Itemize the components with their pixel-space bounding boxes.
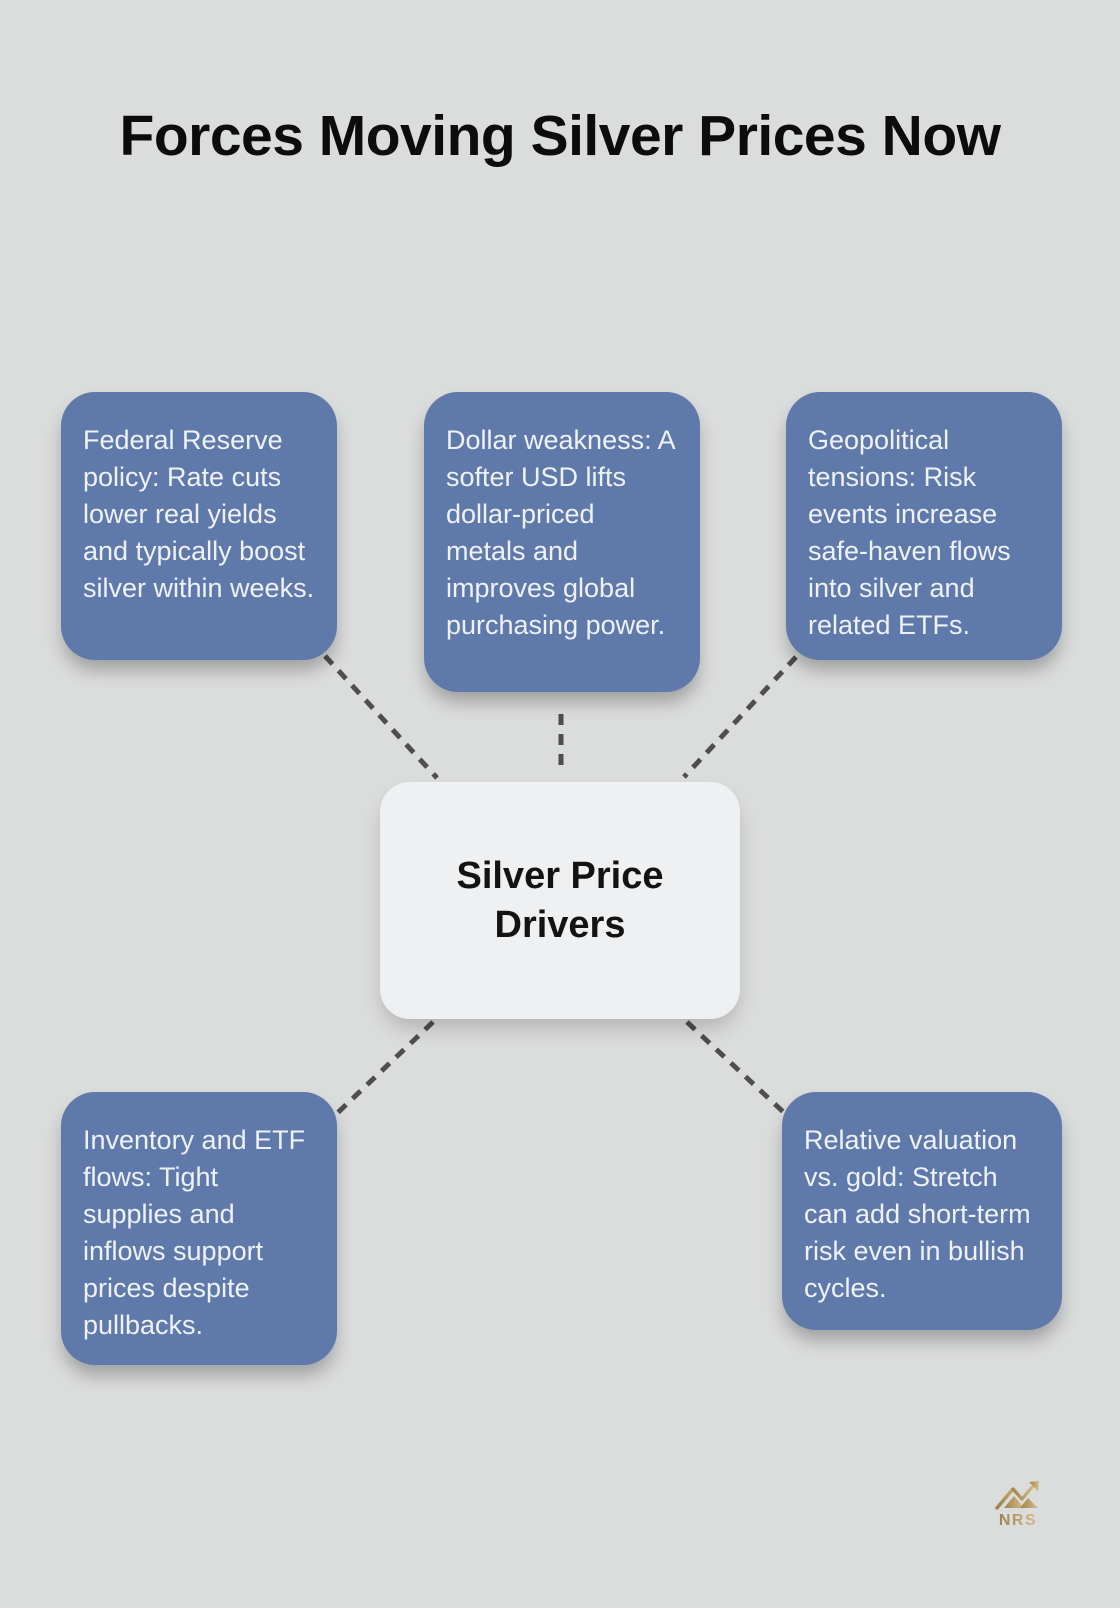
driver-box-text: Federal Reserve policy: Rate cuts lower … [83,425,315,603]
driver-box-inventory-etf-flows: Inventory and ETF flows: Tight supplies … [61,1092,337,1365]
driver-box-federal-reserve: Federal Reserve policy: Rate cuts lower … [61,392,337,660]
connector-geopolitical [682,655,798,779]
connector-relative-valuation [685,1020,795,1123]
connector-inventory-etf [327,1020,435,1123]
center-node: Silver Price Drivers [380,782,740,1019]
driver-box-text: Inventory and ETF flows: Tight supplies … [83,1125,306,1340]
driver-box-text: Geopolitical tensions: Risk events incre… [808,425,1011,640]
logo-text: NRS [999,1512,1037,1529]
nrs-logo: NRS [994,1477,1046,1529]
driver-box-dollar-weakness: Dollar weakness: A softer USD lifts doll… [424,392,700,692]
page-title: Forces Moving Silver Prices Now [119,104,1001,168]
center-node-label: Silver Price Drivers [456,854,664,946]
driver-box-text: Relative valuation vs. gold: Stretch can… [804,1125,1031,1303]
connector-federal-reserve [323,654,439,780]
mountain-arrow-icon: NRS [995,1481,1039,1529]
driver-box-text: Dollar weakness: A softer USD lifts doll… [446,425,675,640]
driver-box-relative-valuation: Relative valuation vs. gold: Stretch can… [782,1092,1062,1330]
driver-box-geopolitical-tensions: Geopolitical tensions: Risk events incre… [786,392,1062,660]
